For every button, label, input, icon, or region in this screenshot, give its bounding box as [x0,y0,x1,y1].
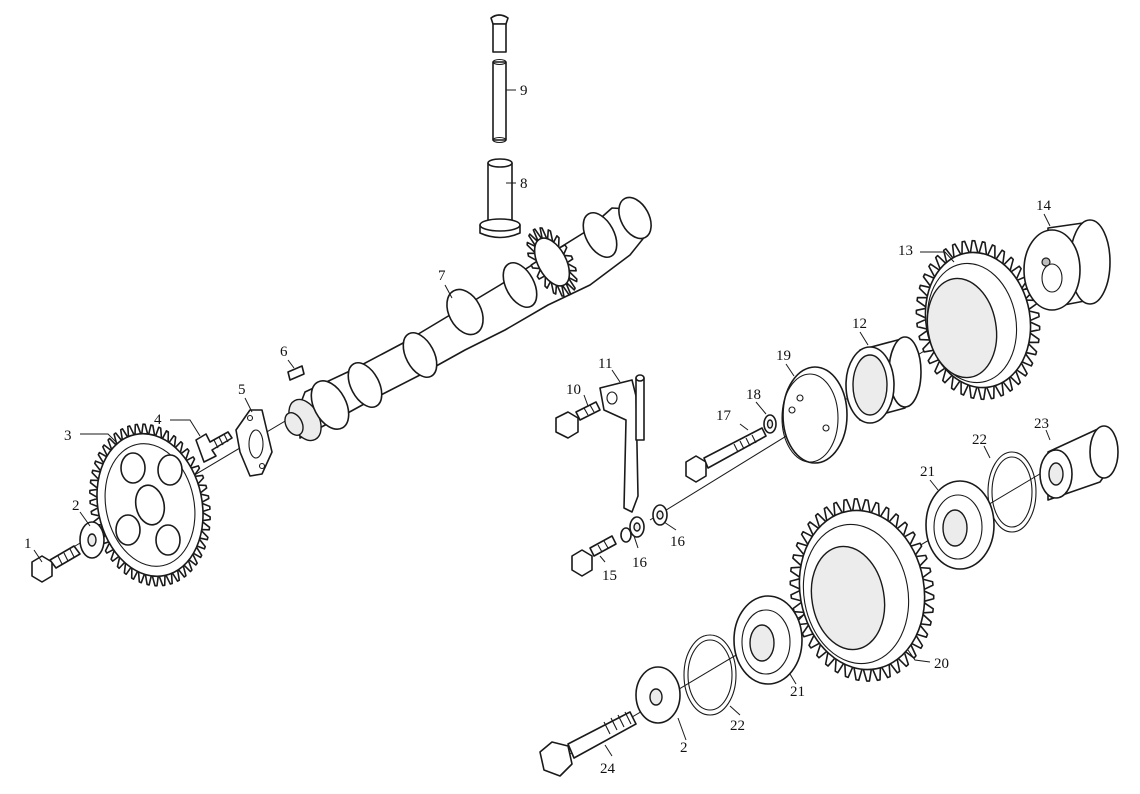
washer-16-a [620,516,645,543]
callout-20: 20 [934,656,949,672]
bolt-15 [571,535,617,577]
washer-16-b [652,504,668,526]
callout-12: 12 [852,316,867,332]
callout-16a: 16 [632,555,648,571]
callout-22b: 22 [730,718,745,734]
callout-13: 13 [898,243,913,259]
leader-lines [33,89,1051,757]
tappet [479,158,521,239]
callout-21a: 21 [920,464,935,480]
callout-5: 5 [238,382,246,398]
callout-2: 2 [72,498,80,514]
bushing-12 [845,336,922,424]
circlip-22-bottom [683,634,737,716]
callout-21b: 21 [790,684,805,700]
callout-4: 4 [154,412,162,428]
callout-19: 19 [776,348,791,364]
callout-24: 24 [600,761,616,777]
washer-2-bottom [635,666,681,724]
callout-11: 11 [598,356,612,372]
idler-gear-13 [915,239,1041,401]
callout-15: 15 [602,568,617,584]
callout-1: 1 [24,536,32,552]
shaft-23 [1039,425,1119,501]
callout-6: 6 [280,344,288,360]
screw-4 [195,431,233,463]
flange-19 [781,366,848,464]
circlip-22-right [987,451,1037,533]
bearing-21-bottom [733,595,803,685]
washer-2-left [79,521,105,559]
callout-labels: 1 2 3 4 5 6 7 8 9 10 11 12 13 14 15 16 1… [24,83,1052,777]
thrust-plate [235,409,273,477]
crank-gear-20 [789,498,935,682]
push-rod [490,14,509,144]
camshaft-gear [89,423,211,587]
bolt-10 [555,401,601,439]
bracket-11 [599,374,645,513]
callout-18: 18 [746,387,761,403]
callout-17: 17 [716,408,732,424]
callout-7: 7 [438,268,446,284]
callout-2b: 2 [680,740,688,756]
callout-3: 3 [64,428,72,444]
callout-8: 8 [520,176,528,192]
callout-22a: 22 [972,432,987,448]
woodruff-key [287,365,305,381]
callout-14: 14 [1036,198,1052,214]
bolt-17 [685,427,767,483]
hub-14 [1023,219,1111,311]
washer-18 [763,414,777,434]
callout-9: 9 [520,83,528,99]
callout-23: 23 [1034,416,1049,432]
camshaft [284,196,652,442]
callout-10: 10 [566,382,581,398]
bearing-21-right [925,480,995,570]
bolt-1 [31,545,81,583]
callout-16b: 16 [670,534,686,550]
bolt-24 [539,711,637,777]
